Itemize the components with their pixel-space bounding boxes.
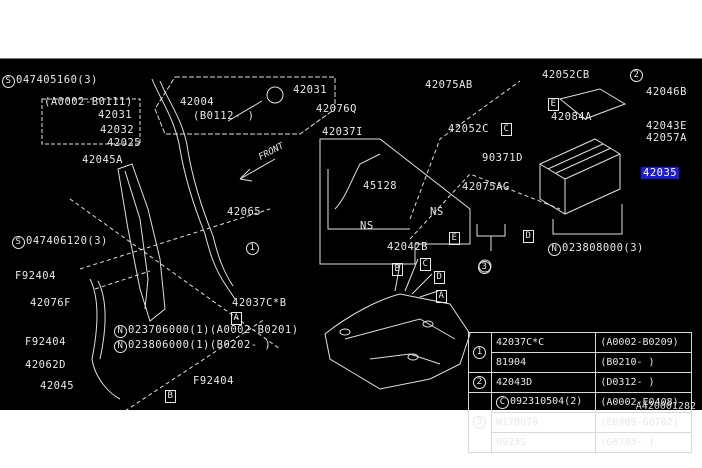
- label-b0112: (B0112- ): [193, 110, 255, 122]
- ref-part[interactable]: 42037C*C: [490, 332, 597, 353]
- label-42075AG[interactable]: 42075AG: [462, 181, 510, 193]
- label-42004[interactable]: 42004: [180, 96, 215, 108]
- ref-range: (G0703- ): [595, 432, 692, 453]
- label-42031-left[interactable]: 42031: [98, 109, 133, 121]
- filler-neck-pipe: [151, 78, 236, 300]
- callout-E-mid[interactable]: E: [449, 231, 460, 245]
- callout-A-tank[interactable]: A: [436, 289, 447, 303]
- s-symbol-icon: S: [2, 75, 15, 88]
- callout-1[interactable]: 1: [246, 241, 260, 255]
- bracket-42052CB: [558, 88, 627, 120]
- label-ns-1: NS: [430, 206, 444, 218]
- front-arrow: [239, 158, 276, 182]
- label-ns-2: NS: [360, 220, 374, 232]
- label-42057A[interactable]: 42057A: [646, 132, 687, 144]
- cap-variant-box: [154, 76, 336, 135]
- label-42045[interactable]: 42045: [40, 380, 75, 392]
- diagram-linework: [41, 76, 627, 410]
- label-a0002-b0111: (A0002-B0111): [44, 96, 133, 108]
- s-symbol-icon: S: [12, 236, 25, 249]
- label-f92404-c[interactable]: F92404: [193, 375, 234, 387]
- protector-42045A: [117, 163, 166, 322]
- ref-key-1: 1: [468, 332, 492, 373]
- label-42046B[interactable]: 42046B: [646, 86, 687, 98]
- hose-42076F: [89, 278, 121, 400]
- filler-cap-group-box: [41, 98, 141, 145]
- label-42052C[interactable]: 42052C: [448, 123, 489, 135]
- line-42075AB: [409, 80, 521, 220]
- label-42035-highlighted[interactable]: 42035: [641, 167, 680, 179]
- label-42052CB[interactable]: 42052CB: [542, 69, 590, 81]
- ref-key-3: 3: [468, 392, 492, 453]
- fuel-cap-shape: [266, 86, 284, 104]
- table-row[interactable]: 0923S (G0703- ): [469, 432, 692, 453]
- callout-B-bottom[interactable]: B: [165, 389, 176, 403]
- label-42045A[interactable]: 42045A: [82, 154, 123, 166]
- label-42032[interactable]: 42032: [100, 124, 135, 136]
- ref-part[interactable]: 81904: [490, 352, 597, 373]
- table-row[interactable]: W170070 (E0409-G0702): [469, 412, 692, 433]
- canister-42035: [539, 138, 621, 215]
- ref-range: (B0210- ): [595, 352, 692, 373]
- callout-B-tank[interactable]: B: [392, 262, 403, 276]
- label-42076Q[interactable]: 42076Q: [316, 103, 357, 115]
- callout-C-top[interactable]: C: [501, 122, 512, 136]
- table-row[interactable]: 81904 (B0210- ): [469, 352, 692, 373]
- callout-D-tank[interactable]: D: [434, 270, 445, 284]
- label-42037CB[interactable]: 42037C*B: [232, 297, 287, 309]
- label-42076F[interactable]: 42076F: [30, 297, 71, 309]
- line-42075AG: [409, 173, 561, 240]
- fuel-tank: [324, 293, 471, 390]
- ref-range: (D0312- ): [595, 372, 692, 393]
- label-f92404-b[interactable]: F92404: [25, 336, 66, 348]
- vent-pipe: [334, 153, 381, 210]
- ref-part[interactable]: 0923S: [490, 432, 597, 453]
- ref-part[interactable]: 42043D: [490, 372, 597, 393]
- label-42031-right[interactable]: 42031: [293, 84, 328, 96]
- filler-neck-pipe-outer: [159, 80, 234, 287]
- label-42037I[interactable]: 42037I: [322, 126, 363, 138]
- table-row[interactable]: 2 42043D (D0312- ): [468, 372, 692, 393]
- callout-E-top[interactable]: E: [548, 97, 559, 111]
- label-42042B[interactable]: 42042B: [387, 241, 428, 253]
- ref-range: (A0002-B0209): [595, 332, 692, 353]
- n-symbol-icon: N: [548, 243, 561, 256]
- callout-3[interactable]: 3: [478, 260, 492, 274]
- vent-pipe-box: [319, 138, 471, 265]
- label-90371D[interactable]: 90371D: [482, 152, 523, 164]
- ref-range: (E0409-G0702): [595, 412, 692, 433]
- label-42062D[interactable]: 42062D: [25, 359, 66, 371]
- callout-D-right[interactable]: D: [523, 229, 534, 243]
- callout-2-top[interactable]: 2: [630, 68, 644, 82]
- c-symbol-icon: C: [496, 396, 509, 409]
- tank-lines: [394, 258, 439, 298]
- cap-strap: [227, 100, 263, 122]
- label-42084A[interactable]: 42084A: [551, 111, 592, 123]
- callout-A-left[interactable]: A: [231, 311, 242, 325]
- diagram-code: A420001282: [635, 401, 696, 412]
- label-42065[interactable]: 42065: [227, 206, 262, 218]
- table-row[interactable]: 1 42037C*C (A0002-B0209): [468, 332, 692, 373]
- n-symbol-icon: N: [114, 325, 127, 338]
- label-f92404-a[interactable]: F92404: [15, 270, 56, 282]
- label-42075AB[interactable]: 42075AB: [425, 79, 473, 91]
- ref-key-2: 2: [468, 372, 492, 393]
- label-45128[interactable]: 45128: [363, 180, 398, 192]
- label-42025[interactable]: 42025: [107, 137, 142, 149]
- ref-part[interactable]: W170070: [490, 412, 597, 433]
- label-42043E[interactable]: 42043E: [646, 120, 687, 132]
- callout-C-tank[interactable]: C: [420, 257, 431, 271]
- n-symbol-icon: N: [114, 340, 127, 353]
- reference-table: 1 42037C*C (A0002-B0209) 81904 (B0210- )…: [468, 332, 692, 453]
